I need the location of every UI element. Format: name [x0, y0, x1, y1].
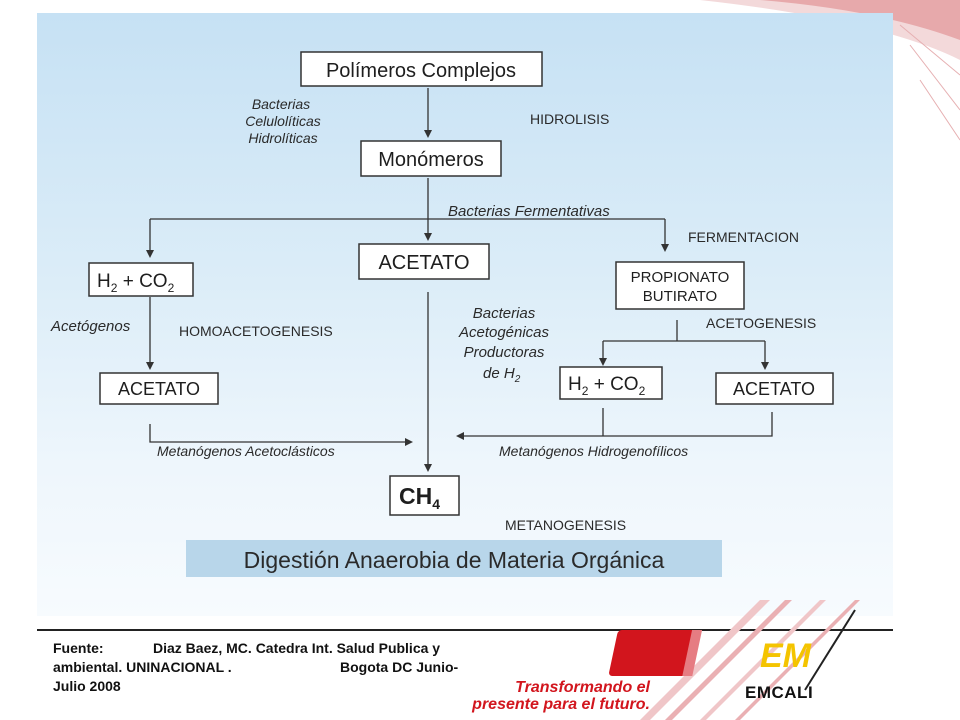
label-metanogenesis: METANOGENESIS [505, 517, 626, 533]
label-bacterias-fermentativas: Bacterias Fermentativas [448, 203, 610, 220]
box-polimeros-complejos: Polímeros Complejos [300, 51, 543, 87]
label-de-h2: de H2 [483, 365, 521, 385]
svg-text:CH4: CH4 [399, 483, 440, 512]
label-celuloliticas: Celulolíticas [245, 113, 320, 129]
box-label: ACETATO [118, 379, 200, 399]
box-label: ACETATO [378, 252, 469, 274]
label-bacterias: Bacterias [252, 96, 310, 112]
box-acetato-center: ACETATO [358, 243, 490, 280]
box-label: ACETATO [733, 379, 815, 399]
brand-name: EMCALI [745, 683, 814, 702]
label-fermentacion: FERMENTACION [688, 229, 799, 245]
label-acetogenicas: Acetogénicas [458, 324, 550, 341]
slogan: Transformando el presente para el futuro… [470, 679, 650, 713]
box-h2-co2-left: H2 + CO2 [88, 262, 194, 297]
box-label: Monómeros [378, 149, 484, 171]
box-h2-co2-right: H2 + CO2 [559, 366, 663, 400]
box-acetato-left: ACETATO [99, 372, 219, 405]
source-text-2b: Bogota DC Junio- [340, 659, 459, 675]
diagram-title: Digestión Anaerobia de Materia Orgánica [186, 540, 722, 577]
label-bacterias-2: Bacterias [473, 305, 536, 322]
box-monomeros: Monómeros [360, 140, 502, 177]
label-metanogenos-acetoclasticos: Metanógenos Acetoclásticos [157, 443, 335, 459]
slogan-line-1: Transformando el [515, 679, 650, 696]
slogan-line-2: presente para el futuro. [472, 696, 650, 713]
diagram-panel [37, 13, 893, 616]
label-productoras: Productoras [464, 344, 545, 361]
label-homoacetogenesis: HOMOACETOGENESIS [179, 323, 333, 339]
source-label: Fuente: [53, 640, 104, 656]
source-text-1: Diaz Baez, MC. Catedra Int. Salud Public… [153, 640, 441, 656]
svg-text:H2 + CO2: H2 + CO2 [97, 271, 175, 295]
label-hidrolisis: HIDROLISIS [530, 111, 609, 127]
logo-mark-text: EM [760, 637, 812, 675]
source-text-2a: ambiental. UNINACIONAL . [53, 659, 232, 675]
connectors [146, 88, 773, 472]
label-acetogenesis: ACETOGENESIS [706, 315, 816, 331]
svg-text:H2 + CO2: H2 + CO2 [568, 374, 646, 398]
footer-source: Fuente: Diaz Baez, MC. Catedra Int. Salud… [53, 639, 483, 696]
label-metanogenos-hidrogenofilicos: Metanógenos Hidrogenofílicos [499, 443, 688, 459]
box-acetato-right: ACETATO [715, 372, 834, 405]
source-text-3: Julio 2008 [53, 678, 121, 694]
label-acetogenos: Acetógenos [50, 318, 131, 335]
emcali-logo-graphic: EM [609, 600, 860, 720]
box-label: PROPIONATO [631, 269, 730, 286]
label-hidroliticas: Hidrolíticas [248, 130, 317, 146]
box-ch4: CH4 [389, 475, 460, 516]
title-text: Digestión Anaerobia de Materia Orgánica [244, 547, 665, 573]
box-label: Polímeros Complejos [326, 60, 516, 82]
box-label: BUTIRATO [643, 288, 717, 305]
box-propionato-butirato: PROPIONATO BUTIRATO [615, 261, 745, 310]
